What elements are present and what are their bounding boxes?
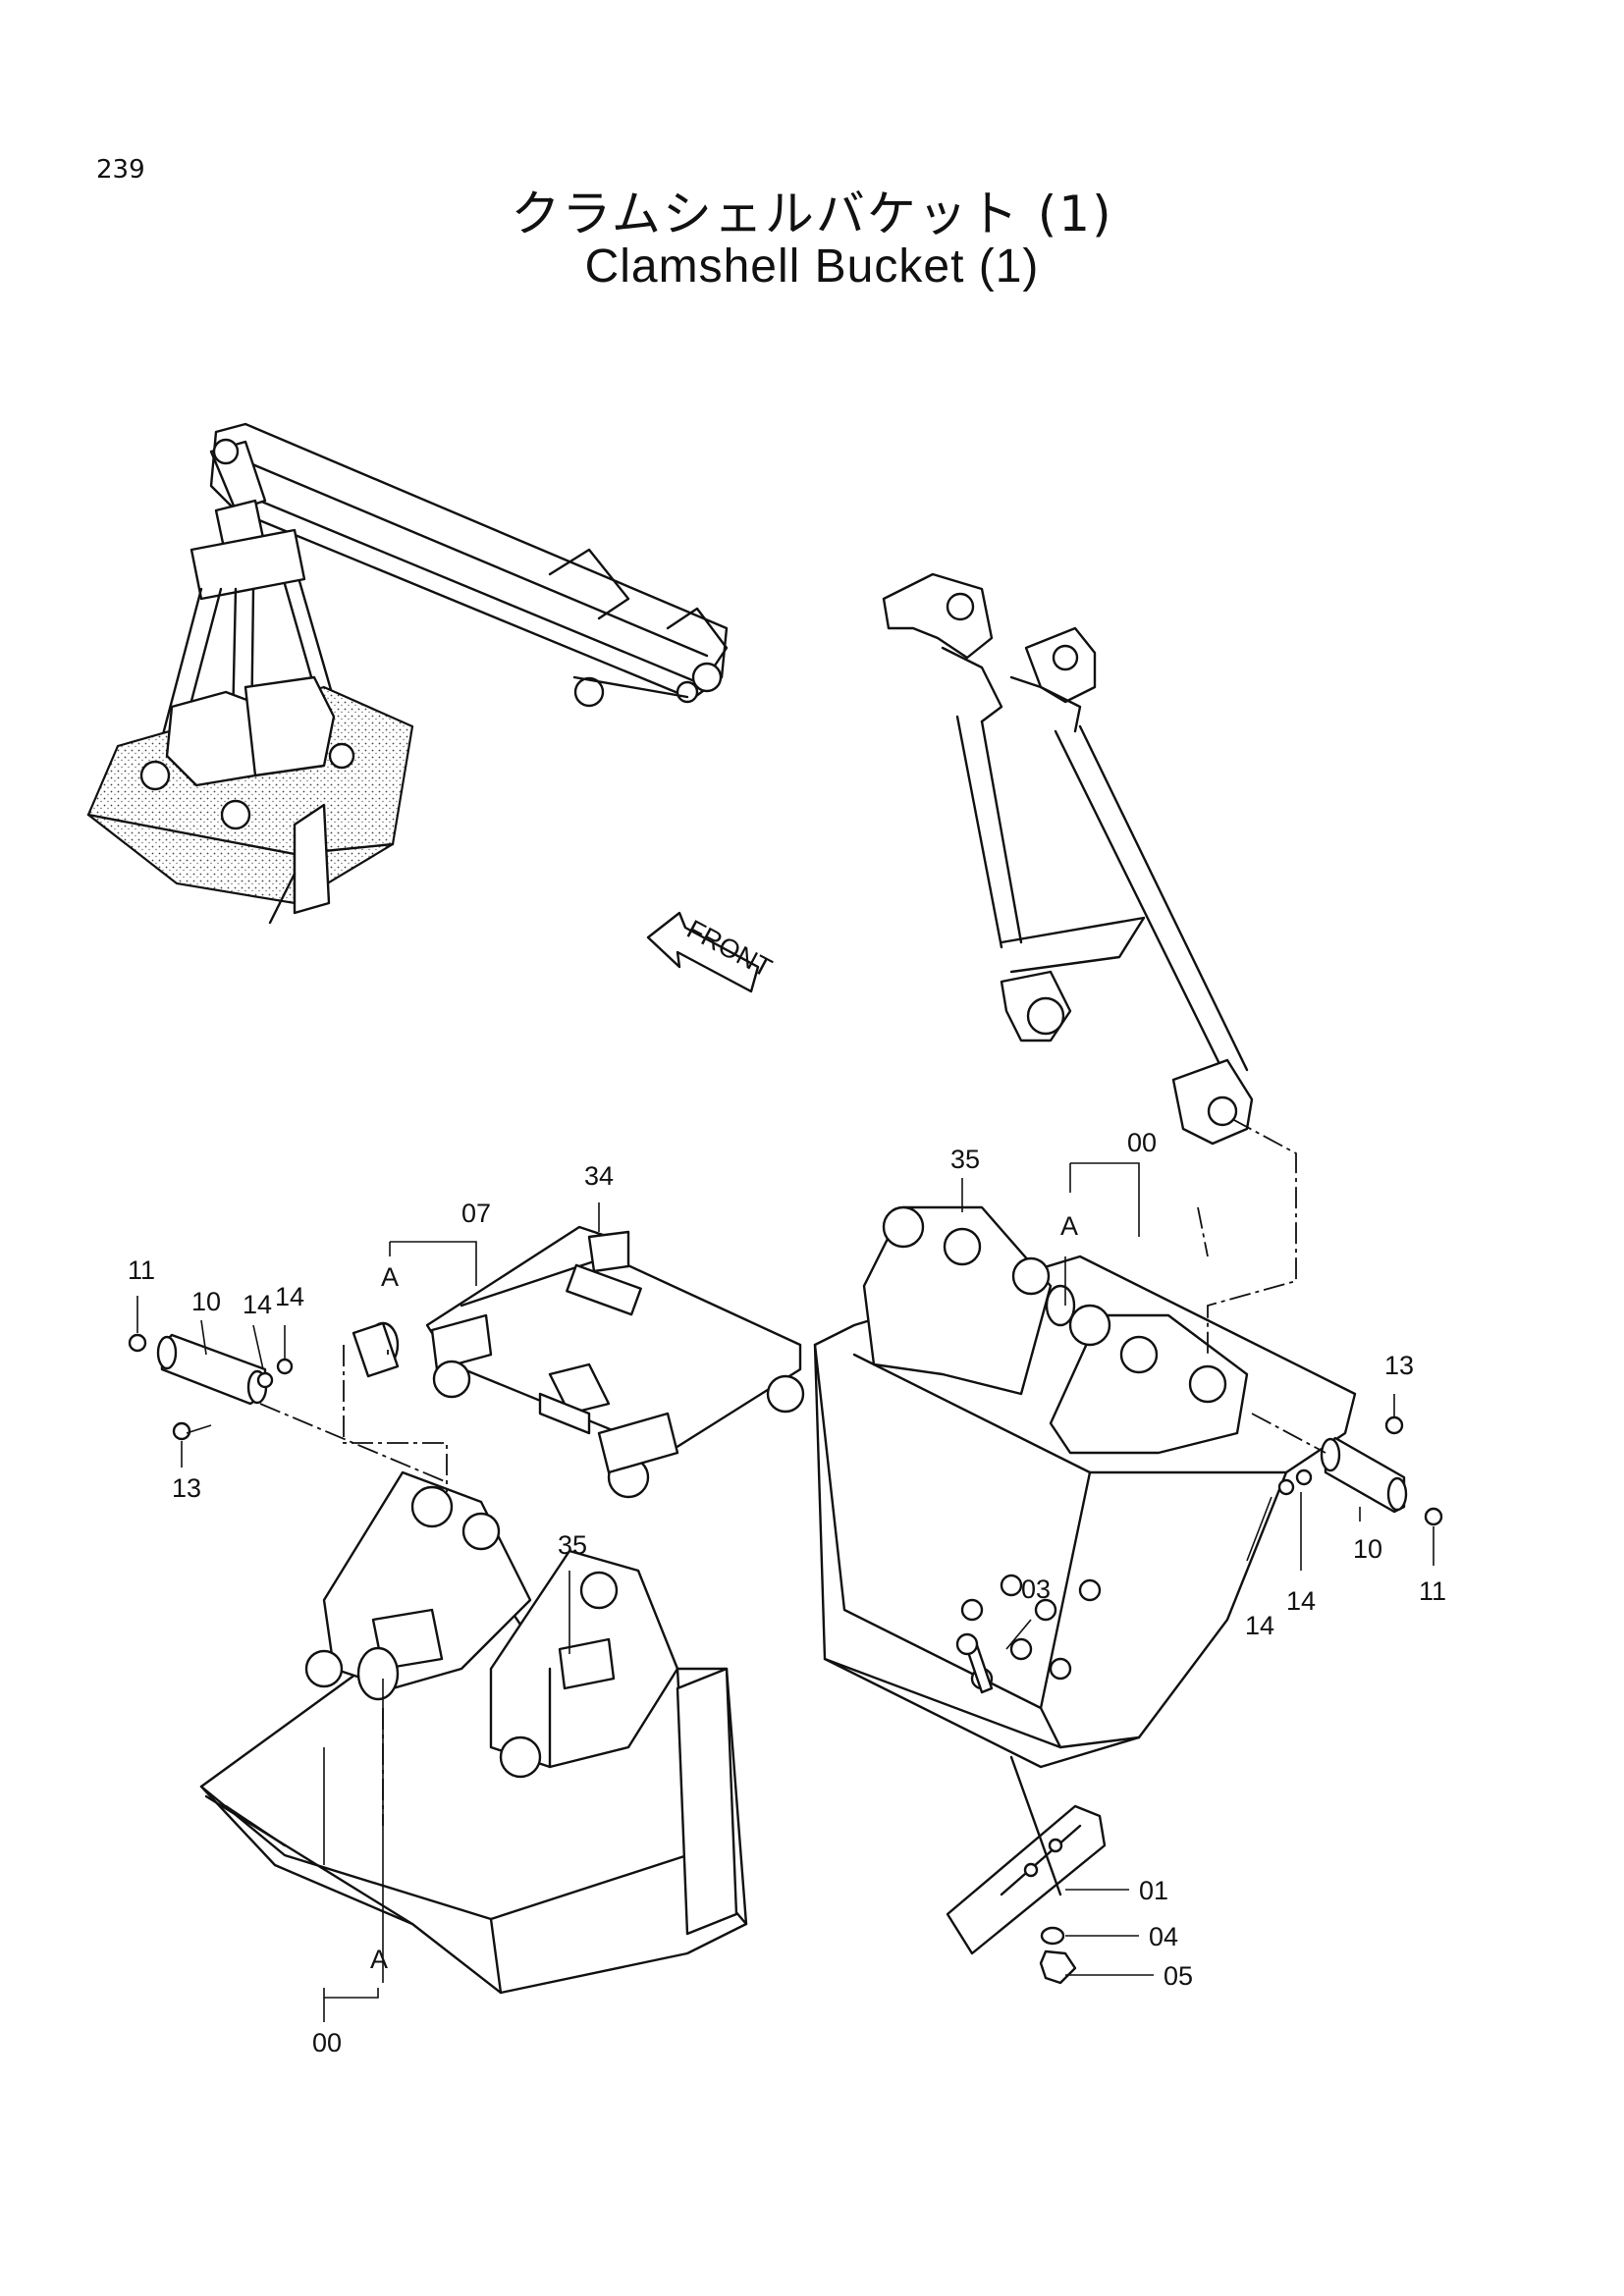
front-direction-arrow: FRONT [646,911,777,993]
callout-35-left: 35 [558,1530,587,1560]
callout-a-top-right: A [1060,1211,1078,1241]
callout-00-right: 00 [1127,1128,1157,1157]
overview-arm-assembly [86,422,729,925]
left-bucket-half [199,1470,748,1995]
callout-04: 04 [1149,1922,1178,1951]
pin-assembly-left [128,1321,400,1441]
callout-10-left: 10 [191,1287,221,1316]
page-number: 239 [96,155,145,185]
leader-lines [259,1118,1435,1983]
callout-13-right: 13 [1384,1351,1414,1380]
callout-07: 07 [461,1199,491,1228]
reference-brackets [136,1162,1154,2022]
callout-05: 05 [1164,1961,1193,1991]
callout-34: 34 [584,1161,614,1191]
right-bucket-half [813,1205,1357,1769]
callout-11-left: 11 [128,1255,155,1285]
callout-01: 01 [1139,1876,1168,1905]
callout-00-left: 00 [312,2028,342,2057]
page-title-japanese: クラムシェルバケット (1) [511,186,1113,242]
callout-14-left-b: 14 [275,1282,304,1311]
callout-03: 03 [1021,1575,1051,1604]
callout-35-right: 35 [950,1145,980,1174]
callout-10-right: 10 [1353,1534,1382,1564]
callout-14-right-a: 14 [1286,1586,1316,1616]
pin-assembly-right [1277,1415,1443,1526]
callout-11-right: 11 [1419,1576,1446,1606]
arm-link-assembly [882,572,1254,1146]
tooth-assembly [946,1755,1107,1985]
center-frame-assembly [425,1225,805,1499]
callout-14-left-a: 14 [243,1290,272,1319]
callout-a-bottom: A [370,1945,388,1974]
callout-13-left: 13 [172,1473,201,1503]
page-title-english: Clamshell Bucket (1) [584,240,1040,293]
callout-a-top-left: A [381,1262,399,1292]
callout-14-right-b: 14 [1245,1611,1274,1640]
